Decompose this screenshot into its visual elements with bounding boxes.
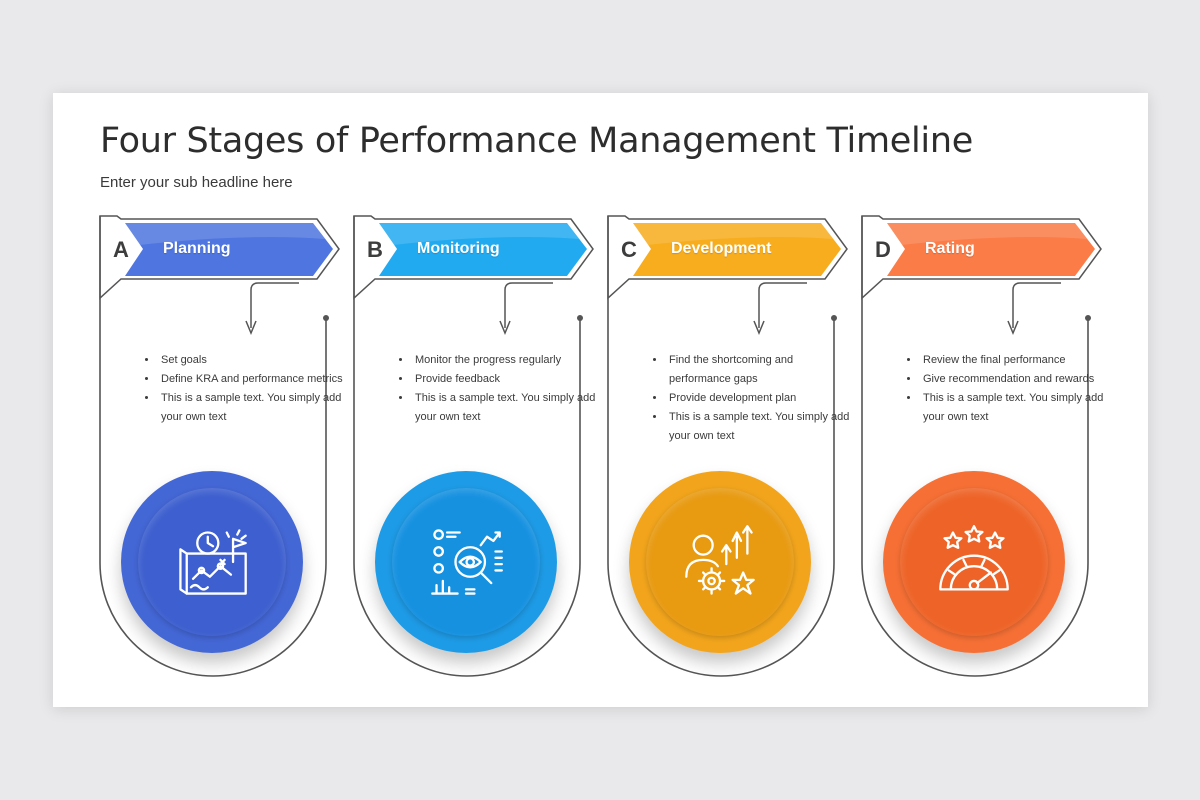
- stage-title: Development: [671, 240, 772, 257]
- slide-subtitle: Enter your sub headline here: [100, 174, 293, 191]
- stage-bullet-item: This is a sample text. You simply add yo…: [412, 389, 602, 427]
- stage-rating: D RatingReview the final performanceGive …: [861, 93, 1111, 707]
- stage-bullet-item: This is a sample text. You simply add yo…: [158, 389, 348, 427]
- stage-bullet-item: This is a sample text. You simply add yo…: [920, 389, 1110, 427]
- stage-bullet-list: Monitor the progress regularlyProvide fe…: [390, 351, 602, 427]
- stage-frame-outline: [861, 215, 1102, 677]
- stage-title: Rating: [925, 240, 975, 257]
- stage-bullet-item: Provide development plan: [666, 389, 856, 408]
- stage-letter: D: [875, 237, 891, 262]
- stage-bullet-item: This is a sample text. You simply add yo…: [666, 408, 856, 446]
- growth-person-icon: [685, 525, 755, 595]
- stage-bullet-item: Give recommendation and rewards: [920, 370, 1110, 389]
- stage-monitoring: B MonitoringMonitor the progress regularl…: [353, 93, 603, 707]
- stage-bullet-list: Find the shortcoming and performance gap…: [644, 351, 856, 446]
- stage-bullet-list: Review the final performanceGive recomme…: [898, 351, 1110, 427]
- stage-frame-outline: [353, 215, 594, 677]
- rating-gauge-icon: [939, 525, 1009, 591]
- stage-letter: A: [113, 237, 129, 262]
- stage-letter: C: [621, 237, 637, 262]
- stage-bullet-item: Monitor the progress regularly: [412, 351, 602, 370]
- stage-bullet-item: Review the final performance: [920, 351, 1110, 370]
- stage-bullet-list: Set goalsDefine KRA and performance metr…: [136, 351, 348, 427]
- stage-arrow-banner: [379, 223, 587, 276]
- stage-icon-circle: [629, 471, 811, 653]
- stage-title: Monitoring: [417, 240, 500, 257]
- stage-frame-outline: [99, 215, 340, 677]
- strategy-map-icon: [179, 529, 247, 595]
- slide-title: Four Stages of Performance Management Ti…: [100, 121, 973, 161]
- stage-planning: A PlanningSet goalsDefine KRA and perform…: [99, 93, 349, 707]
- stage-bullet-item: Provide feedback: [412, 370, 602, 389]
- stage-bullet-item: Find the shortcoming and performance gap…: [666, 351, 856, 389]
- slide: Four Stages of Performance Management Ti…: [53, 93, 1148, 707]
- stage-arrow-banner: [125, 223, 333, 276]
- stage-arrow-banner: [887, 223, 1095, 276]
- stage-icon-circle: [121, 471, 303, 653]
- stage-icon-circle: [883, 471, 1065, 653]
- stage-frame-outline: [607, 215, 848, 677]
- stage-icon-circle: [375, 471, 557, 653]
- monitoring-eye-icon: [431, 529, 503, 595]
- stage-bullet-item: Set goals: [158, 351, 348, 370]
- stage-development: C DevelopmentFind the shortcoming and per…: [607, 93, 857, 707]
- stage-arrow-banner: [633, 223, 841, 276]
- stage-letter: B: [367, 237, 383, 262]
- stage-title: Planning: [163, 240, 231, 257]
- stage-bullet-item: Define KRA and performance metrics: [158, 370, 348, 389]
